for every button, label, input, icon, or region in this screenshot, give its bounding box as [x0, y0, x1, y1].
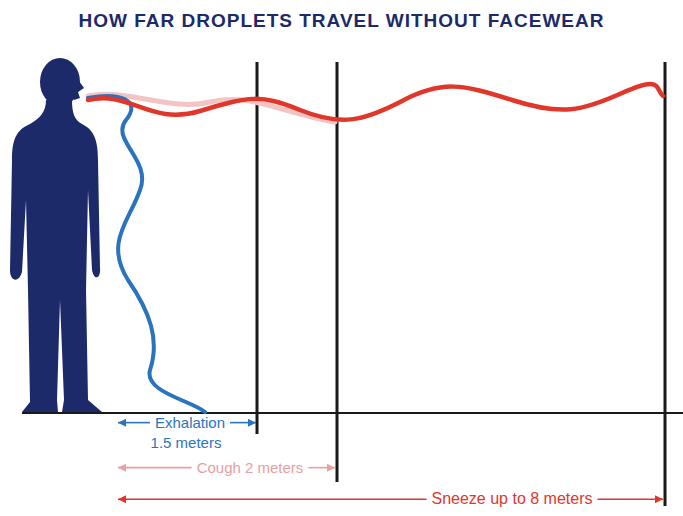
distance-label: 1.5 meters — [151, 434, 222, 451]
cough-label: Cough 2 meters — [197, 459, 304, 476]
arrowhead — [655, 495, 663, 503]
dimension-line — [118, 498, 427, 500]
sneeze-label: Sneeze up to 8 meters — [432, 490, 593, 508]
distance-marker — [664, 62, 667, 506]
diagram-title: HOW FAR DROPLETS TRAVEL WITHOUT FACEWEAR — [79, 10, 605, 32]
distance-marker — [256, 62, 259, 434]
arrowhead — [327, 464, 335, 472]
ground-line — [22, 412, 683, 414]
arrowhead — [248, 419, 256, 427]
exhalation-trail — [88, 96, 205, 412]
arrowhead — [118, 419, 126, 427]
arrowhead — [118, 464, 126, 472]
distance-marker — [336, 62, 339, 482]
dimension-line — [118, 467, 192, 469]
sneeze-trail — [88, 84, 663, 120]
arrowhead — [118, 495, 126, 503]
dimension-line — [597, 498, 663, 500]
person-silhouette — [10, 58, 102, 412]
exhalation-label: Exhalation — [155, 414, 225, 431]
